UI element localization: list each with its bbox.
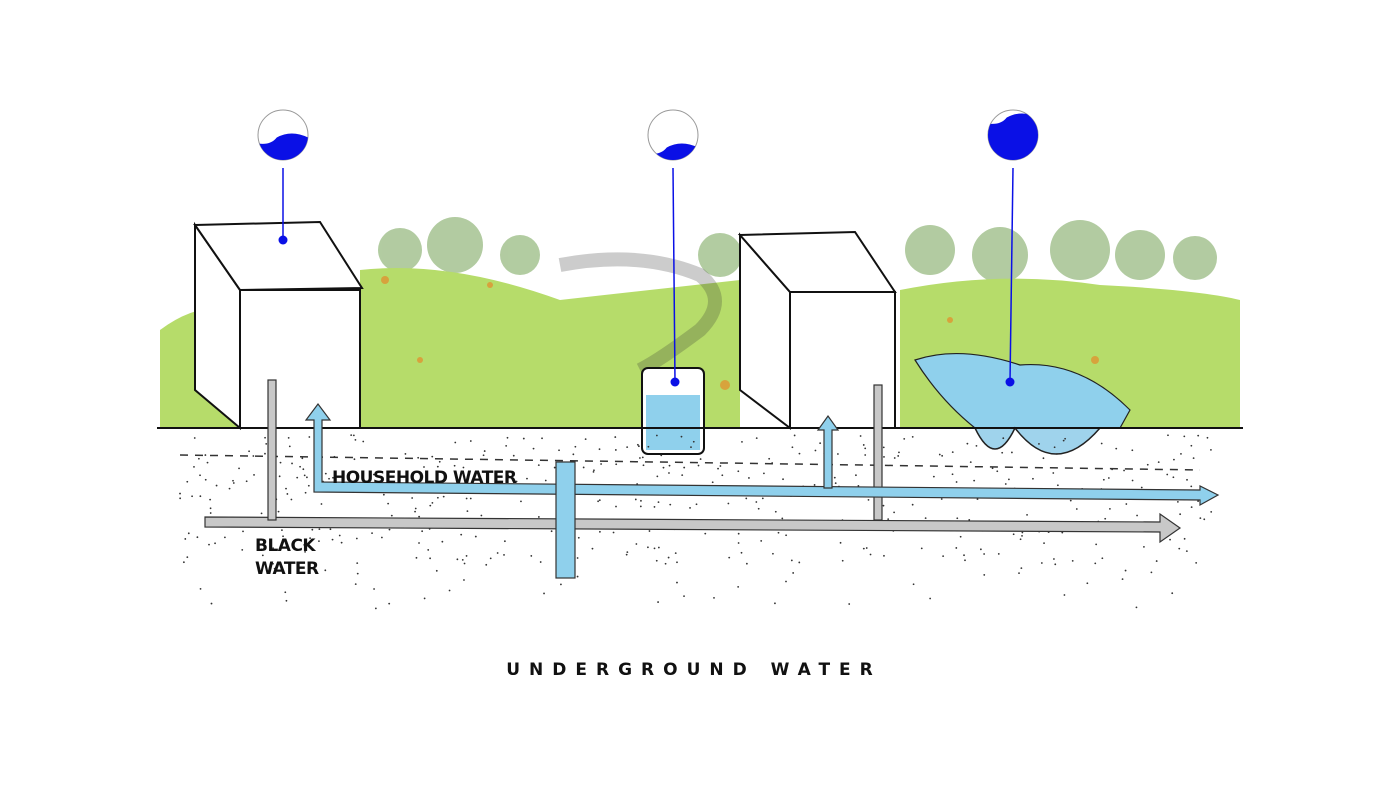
pond-water-level-indicator — [987, 109, 1039, 387]
cistern-water — [646, 395, 700, 450]
black-water-label-line1: BLACK — [255, 536, 316, 556]
black-water-pipe — [204, 379, 1182, 544]
water-table-line — [179, 454, 1201, 471]
pond — [914, 352, 1131, 429]
water-level-fill — [988, 113, 1038, 160]
building-left — [193, 220, 364, 431]
household-water-pipe — [304, 403, 1220, 579]
water-level-fill — [648, 143, 698, 160]
flower-patches — [381, 276, 1099, 390]
black-water-label: BLACK WATER — [255, 535, 319, 581]
footpath-bridge — [558, 252, 722, 377]
trees-background — [378, 217, 1217, 283]
household-water-label: HOUSEHOLD WATER — [332, 468, 517, 488]
water-level-fill — [258, 133, 308, 160]
infiltration-basins — [974, 426, 1101, 455]
diagram-title: UNDERGROUND WATER — [506, 660, 882, 680]
cistern-water-level-indicator — [647, 109, 699, 387]
building-right — [737, 230, 897, 431]
rooftop-water-level-indicator — [257, 109, 309, 245]
black-water-label-line2: WATER — [255, 559, 319, 579]
